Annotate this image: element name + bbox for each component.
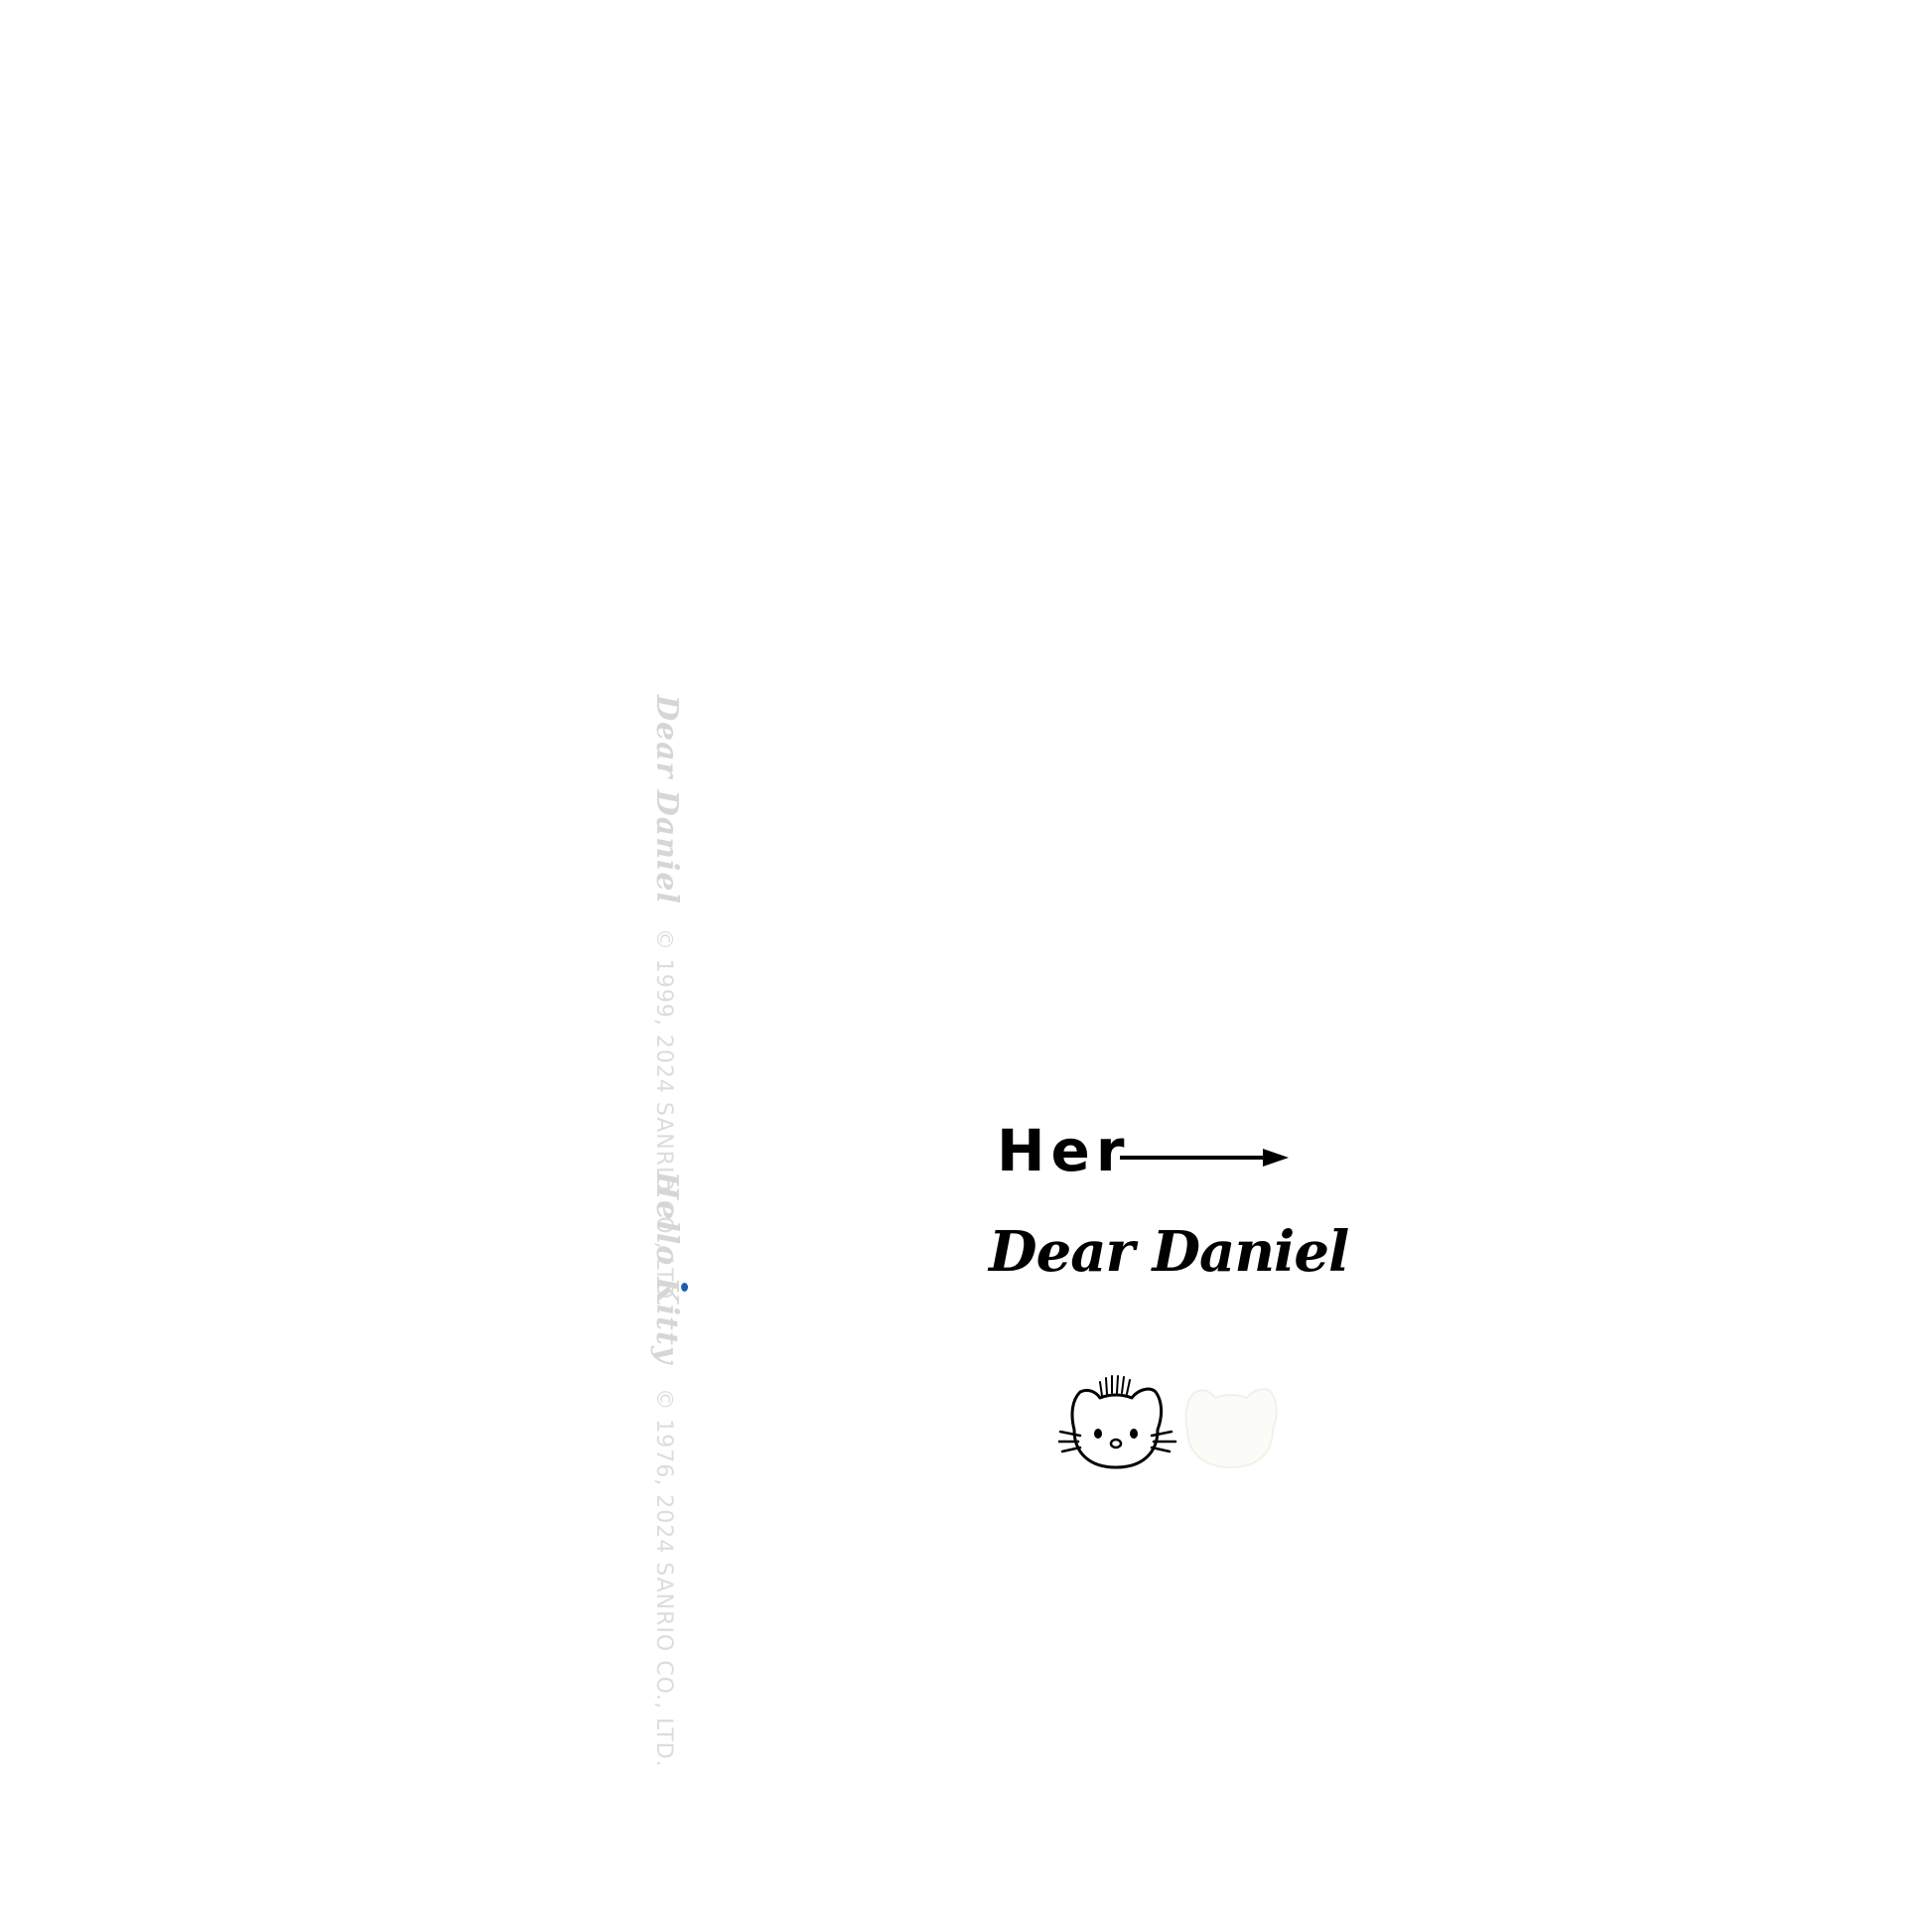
copyright-strip: Dear Daniel © 1999, 2024 SANRIO CO., LTD… <box>649 695 690 1768</box>
faint-character-head-icon <box>1184 1388 1278 1469</box>
dear-daniel-script: Dear Daniel <box>989 1219 1349 1285</box>
her-label-row: Her <box>997 1116 1295 1185</box>
strip-script-2: Hello Kitty <box>649 1172 684 1365</box>
strip-copyright-2: © 1976, 2024 SANRIO CO., LTD. <box>651 1388 676 1768</box>
copyright-line-2: Hello Kitty © 1976, 2024 SANRIO CO., LTD… <box>649 1172 684 1768</box>
blue-heart-dot <box>681 1283 688 1292</box>
right-arrow-icon <box>1120 1149 1289 1167</box>
her-label: Her <box>997 1117 1131 1184</box>
dear-daniel-head-icon <box>1058 1375 1177 1469</box>
strip-script-1: Dear Daniel <box>649 695 684 904</box>
